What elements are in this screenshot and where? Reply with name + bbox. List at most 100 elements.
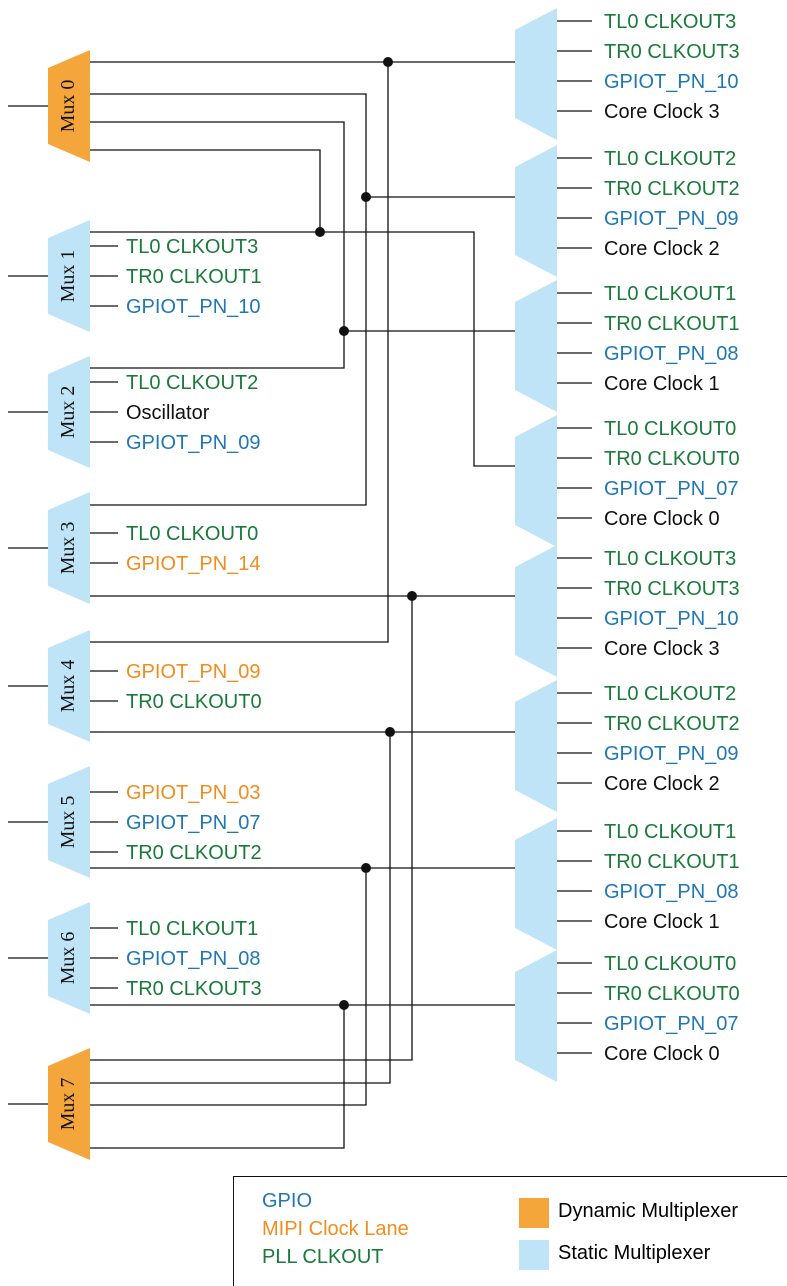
left-mux-label: Mux 2 [57, 386, 79, 439]
junction-dot [407, 591, 417, 601]
left-mux-label: Mux 6 [57, 932, 79, 985]
right-input-label: TR0 CLKOUT1 [604, 851, 740, 873]
left-mux-0: Mux 0 [8, 50, 90, 162]
left-mux-body [48, 630, 90, 742]
wire [90, 93, 367, 506]
junction-dot [361, 863, 371, 873]
right-input-label: Core Clock 1 [604, 373, 720, 395]
left-mux-body [48, 766, 90, 878]
left-mux-body [48, 220, 90, 332]
left-input-label: TR0 CLKOUT0 [126, 691, 262, 713]
junction-dot [315, 227, 325, 237]
right-input-label: TR0 CLKOUT2 [604, 178, 740, 200]
left-input-label: GPIOT_PN_14 [126, 553, 261, 575]
legend-pll: PLL CLKOUT [262, 1246, 384, 1268]
left-input-label: TL0 CLKOUT2 [126, 372, 258, 394]
left-mux-body [48, 356, 90, 468]
left-input-label: TR0 CLKOUT2 [126, 842, 262, 864]
junction-dot [339, 1000, 349, 1010]
wire [90, 1005, 345, 1149]
right-input-label: TL0 CLKOUT2 [604, 148, 736, 170]
right-input-label: Core Clock 1 [604, 911, 720, 933]
right-input-label: TL0 CLKOUT3 [604, 548, 736, 570]
left-mux-label: Mux 1 [57, 250, 79, 303]
right-input-label: GPIOT_PN_07 [604, 1013, 739, 1035]
left-mux-body [48, 492, 90, 604]
right-mux-body [515, 545, 557, 677]
left-mux-7: Mux 7 [8, 1048, 90, 1160]
left-input-label: GPIOT_PN_03 [126, 782, 261, 804]
wire [90, 868, 367, 1106]
right-mux-body [515, 415, 557, 547]
junction-dot [339, 326, 349, 336]
right-input-label: Core Clock 2 [604, 773, 720, 795]
left-input-label: GPIOT_PN_09 [126, 661, 261, 683]
right-input-label: Core Clock 0 [604, 508, 720, 530]
left-input-label: GPIOT_PN_07 [126, 812, 261, 834]
right-input-label: TR0 CLKOUT2 [604, 713, 740, 735]
junction-dots [315, 57, 417, 1010]
right-input-label: GPIOT_PN_08 [604, 343, 739, 365]
left-mux-label: Mux 5 [57, 796, 79, 849]
wire [90, 596, 413, 1061]
junction-dot [383, 57, 393, 67]
right-input-label: GPIOT_PN_08 [604, 881, 739, 903]
connection-wires [90, 61, 515, 1149]
left-mux-body [48, 1048, 90, 1160]
legend-dynamic-swatch [519, 1198, 549, 1228]
right-mux-body [515, 280, 557, 412]
legend-static: Static Multiplexer [558, 1242, 711, 1264]
left-mux-label: Mux 3 [57, 522, 79, 575]
left-mux-label: Mux 7 [57, 1078, 79, 1131]
right-input-label: Core Clock 0 [604, 1043, 720, 1065]
legend-gpio: GPIO [262, 1190, 313, 1212]
left-mux-body [48, 50, 90, 162]
wire [90, 149, 515, 467]
right-input-label: TL0 CLKOUT2 [604, 683, 736, 705]
right-input-label: TR0 CLKOUT1 [604, 313, 740, 335]
legend-mipi: MIPI Clock Lane [262, 1218, 409, 1240]
legend-dynamic: Dynamic Multiplexer [558, 1200, 739, 1222]
right-input-label: TR0 CLKOUT3 [604, 41, 740, 63]
wire [90, 121, 345, 369]
right-input-label: GPIOT_PN_10 [604, 608, 739, 630]
left-mux-label: Mux 4 [57, 660, 79, 713]
right-input-label: TL0 CLKOUT0 [604, 953, 736, 975]
right-input-label: GPIOT_PN_09 [604, 208, 739, 230]
left-mux-body [48, 902, 90, 1014]
right-input-label: TL0 CLKOUT1 [604, 821, 736, 843]
junction-dot [361, 192, 371, 202]
right-input-label: TL0 CLKOUT1 [604, 283, 736, 305]
right-mux-body [515, 680, 557, 812]
right-input-label: Core Clock 2 [604, 238, 720, 260]
right-input-label: TR0 CLKOUT3 [604, 578, 740, 600]
right-input-label: TR0 CLKOUT0 [604, 983, 740, 1005]
right-mux-body [515, 950, 557, 1082]
right-input-label: Core Clock 3 [604, 101, 720, 123]
left-input-label: TL0 CLKOUT1 [126, 918, 258, 940]
right-input-label: Core Clock 3 [604, 638, 720, 660]
left-input-label: TL0 CLKOUT0 [126, 523, 258, 545]
legend [233, 1176, 787, 1286]
left-input-label: GPIOT_PN_09 [126, 432, 261, 454]
right-input-label: GPIOT_PN_10 [604, 71, 739, 93]
left-input-label: TL0 CLKOUT3 [126, 236, 258, 258]
right-input-label: TL0 CLKOUT0 [604, 418, 736, 440]
left-input-label: GPIOT_PN_08 [126, 948, 261, 970]
wire [90, 62, 389, 643]
